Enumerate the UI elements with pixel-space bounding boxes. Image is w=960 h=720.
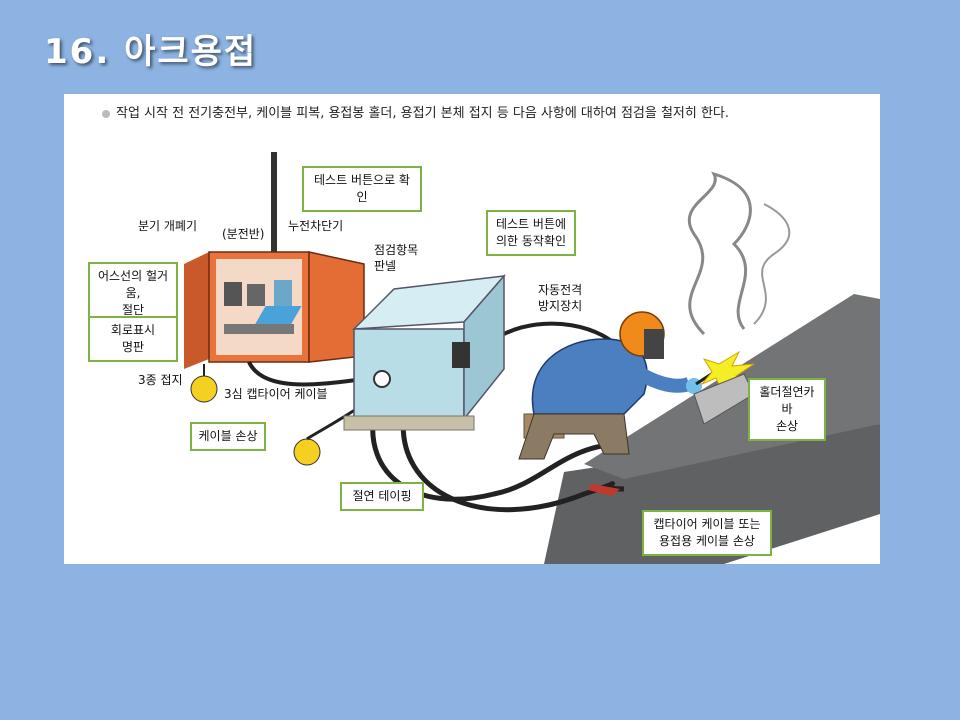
label-line: 점검항목 bbox=[374, 243, 419, 257]
steel-floor-plate bbox=[544, 424, 880, 564]
label-branch-switch: 분기 개폐기 bbox=[138, 219, 198, 233]
callout-line: 손상 bbox=[775, 419, 799, 433]
auto-shock-device bbox=[452, 342, 470, 368]
label-ground-type3: 3종 접지 bbox=[138, 373, 183, 387]
worker-legs bbox=[518, 413, 630, 460]
label-auto-shock-prevent: 자동전격 방지장치 bbox=[538, 282, 582, 314]
breaker-unit bbox=[224, 282, 242, 306]
ground-clamp bbox=[588, 484, 620, 496]
welding-cable-1 bbox=[370, 413, 625, 502]
ground-symbol-2 bbox=[293, 438, 321, 466]
intro-text: 작업 시작 전 전기충전부, 케이블 피복, 용접봉 홀더, 용접기 본체 접지… bbox=[102, 102, 729, 121]
welder-machine bbox=[353, 328, 465, 420]
label-line: 판넬 bbox=[374, 259, 397, 273]
label-distribution-panel: (분전반) bbox=[222, 227, 265, 241]
callout-line: 어스선의 헐거움, bbox=[97, 269, 169, 300]
callout-cable-damage: 케이블 손상 bbox=[190, 422, 266, 451]
leakage-breaker-unit bbox=[274, 280, 292, 306]
callout-line: 회로표시 bbox=[110, 323, 156, 337]
callout-text: 절연 테이핑 bbox=[352, 489, 412, 503]
worker-arm bbox=[620, 358, 692, 393]
callout-insulation-taping: 절연 테이핑 bbox=[340, 482, 424, 511]
antenna-pole bbox=[271, 152, 277, 252]
intro-sentence: 작업 시작 전 전기충전부, 케이블 피복, 용접봉 홀더, 용접기 본체 접지… bbox=[116, 106, 730, 121]
callout-circuit-plate: 회로표시 명판 bbox=[88, 316, 178, 362]
welder-dial bbox=[373, 370, 391, 388]
welder-side bbox=[463, 273, 505, 422]
face-shield bbox=[644, 329, 664, 359]
distribution-box-side bbox=[184, 252, 209, 369]
callout-text: 케이블 손상 bbox=[198, 429, 258, 443]
callout-line: 절단 bbox=[121, 303, 145, 317]
label-inspection-panel: 점검항목 판넬 bbox=[374, 242, 418, 274]
cable-to-welder bbox=[247, 361, 365, 387]
welding-illustration bbox=[184, 152, 880, 564]
breaker-unit-2 bbox=[247, 284, 265, 306]
callout-wire-wear: 어스선의 헐거움, 절단 bbox=[88, 262, 178, 325]
label-line: 자동전격 bbox=[538, 283, 583, 297]
callout-line: 의한 동작확인 bbox=[495, 234, 567, 248]
ground-symbol-1 bbox=[190, 375, 218, 403]
slide-title: 16. 아크용접 bbox=[44, 32, 258, 72]
welder-base bbox=[343, 415, 475, 431]
callout-cabtire-damage: 캡타이어 케이블 또는 용접용 케이블 손상 bbox=[642, 510, 772, 556]
callout-line: 용접용 케이블 손상 bbox=[659, 534, 755, 548]
callout-line: 명판 bbox=[121, 340, 145, 354]
welding-cable-2 bbox=[400, 413, 625, 513]
bullet-icon bbox=[102, 109, 110, 118]
welding-smoke bbox=[687, 171, 752, 336]
label-line: 방지장치 bbox=[538, 299, 583, 313]
label-cable-3core: 3심 캡타이어 케이블 bbox=[224, 387, 328, 401]
callout-test-button-operation: 테스트 버튼에 의한 동작확인 bbox=[486, 210, 576, 256]
callout-text: 테스트 버튼으로 확인 bbox=[314, 173, 410, 204]
callout-line: 캡타이어 케이블 또는 bbox=[653, 517, 761, 531]
callout-test-button-confirm: 테스트 버튼으로 확인 bbox=[302, 166, 422, 212]
callout-line: 테스트 버튼에 bbox=[495, 217, 567, 231]
callout-line: 홀더절연카바 bbox=[759, 385, 815, 416]
callout-holder-cover-damage: 홀더절연카바 손상 bbox=[748, 378, 826, 441]
welder-display bbox=[255, 306, 302, 324]
label-leakage-breaker: 누전차단기 bbox=[288, 219, 344, 233]
illustration-panel: 작업 시작 전 전기충전부, 케이블 피복, 용접봉 홀더, 용접기 본체 접지… bbox=[64, 94, 880, 564]
